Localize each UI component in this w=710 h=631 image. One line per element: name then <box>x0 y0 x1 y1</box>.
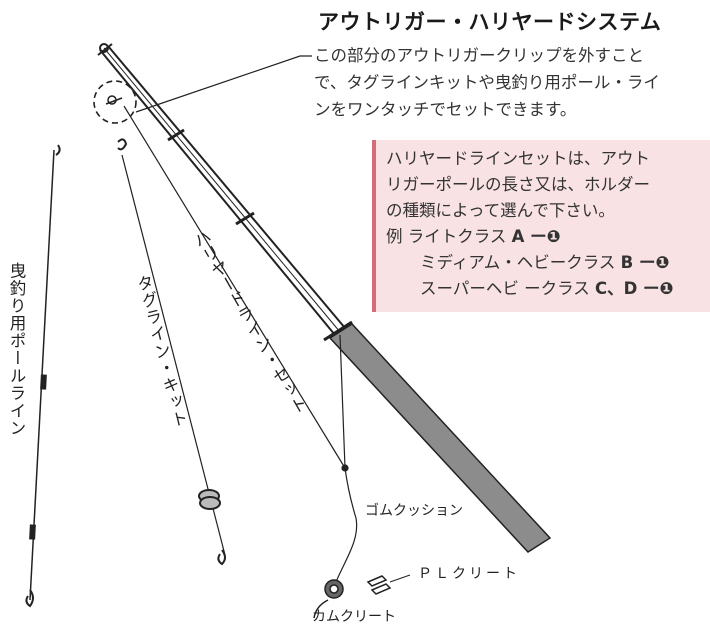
description-line: で、タグラインキットや曳釣り用ポール・ライ <box>314 73 660 92</box>
outrigger-pole <box>97 43 552 553</box>
clip-highlight-circle <box>93 80 137 124</box>
class-code: C、D ー❶ <box>595 279 674 298</box>
cam-cleat-label: カムクリート <box>312 609 396 625</box>
class-name: ミディアム・ヘビークラス <box>420 253 616 272</box>
note-line: の種類によって選んで下さい。 <box>386 201 615 220</box>
note-line: ハリヤードラインセットは、アウト <box>386 149 650 168</box>
note-line: リガーポールの長さ又は、ホルダー <box>386 175 650 194</box>
pl-cleat-leader <box>389 574 411 583</box>
class-name: ライトクラス <box>407 227 507 246</box>
note-example-row: 例 ライトクラス A ー❶ <box>386 224 710 250</box>
outrigger-clip-icon <box>105 95 123 105</box>
description-line: ンをワンタッチでセットできます。 <box>314 100 577 119</box>
class-name: スーパーヘビ ークラス <box>420 279 590 298</box>
pole-line <box>25 144 61 608</box>
halyard-selection-note: ハリヤードラインセットは、アウト リガーポールの長さ又は、ホルダー の種類によっ… <box>372 140 710 312</box>
diagram-title: アウトリガー・ハリヤードシステム <box>318 10 662 34</box>
class-code: B ー❶ <box>620 253 670 272</box>
pole-line-label: 曳釣り用ポールライン <box>7 262 26 437</box>
pole-grip <box>328 323 552 553</box>
rubber-cushion-label: ゴムクッション <box>365 503 463 519</box>
cam-cleat-icon <box>313 579 344 619</box>
callout-description: この部分のアウトリガークリップを外すこと で、タグラインキットや曳釣り用ポール・… <box>314 42 710 123</box>
description-line: この部分のアウトリガークリップを外すこと <box>314 46 644 65</box>
pl-cleat-label: ＰＬクリート <box>418 566 520 582</box>
halyard-line <box>123 105 358 583</box>
pole-tip <box>97 43 113 56</box>
tagline-kit <box>117 138 226 566</box>
note-example-row: ミディアム・ヘビークラス B ー❶ <box>386 250 710 276</box>
pl-cleat-icon <box>366 575 392 595</box>
callout-leader-line <box>135 55 312 113</box>
note-example-row: スーパーヘビ ークラス C、D ー❶ <box>386 276 710 302</box>
example-prefix: 例 <box>386 227 403 246</box>
pole-rings <box>167 128 353 342</box>
class-code: A ー❶ <box>511 227 561 246</box>
